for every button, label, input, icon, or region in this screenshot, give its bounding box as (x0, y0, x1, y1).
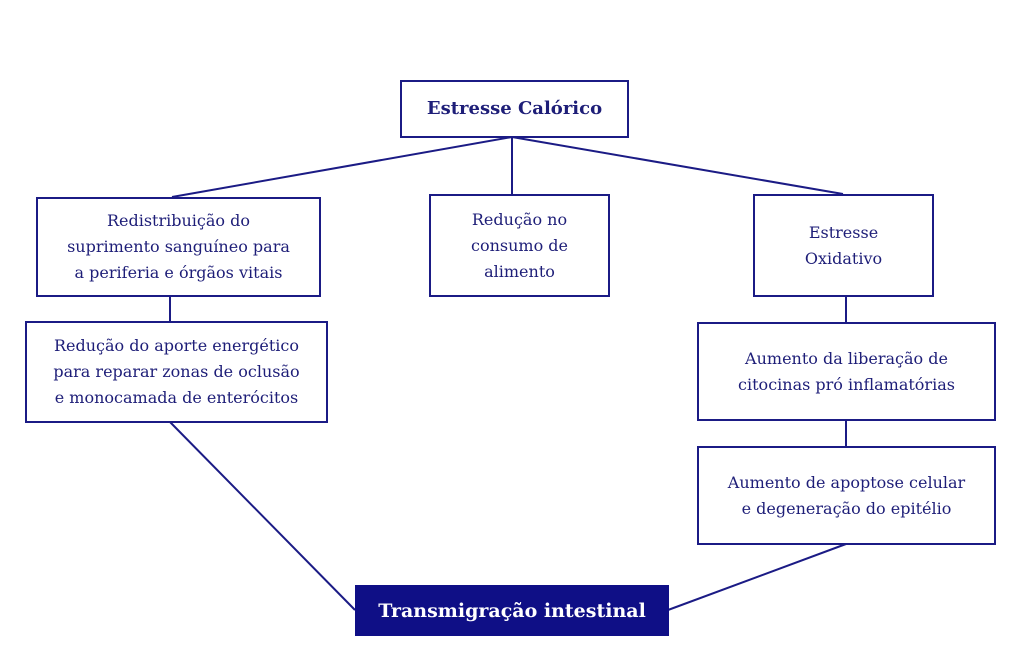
node-outcome-label: Transmigração intestinal (378, 599, 646, 622)
node-cytokines-label: Aumento da liberação de citocinas pró in… (738, 348, 955, 394)
node-energy-reduction: Redução do aporte energético para repara… (25, 321, 328, 423)
edge-root-redistribution (171, 136, 513, 198)
edge-energy-outcome (169, 421, 356, 611)
node-energy-reduction-label: Redução do aporte energético para repara… (53, 336, 300, 407)
node-redistribution-label: Redistribuição do suprimento sanguíneo p… (67, 211, 290, 282)
edge-root-oxidative (511, 136, 844, 195)
node-food-reduction: Redução no consumo de alimento (429, 194, 610, 297)
node-cytokines: Aumento da liberação de citocinas pró in… (697, 322, 996, 421)
node-oxidative-label: Estresse Oxidativo (804, 222, 883, 268)
node-redistribution: Redistribuição do suprimento sanguíneo p… (36, 197, 321, 297)
node-root: Estresse Calórico (400, 80, 629, 138)
node-apoptosis: Aumento de apoptose celular e degeneraçã… (697, 446, 996, 545)
node-oxidative: Estresse Oxidativo (753, 194, 934, 297)
node-root-label: Estresse Calórico (426, 98, 603, 119)
node-outcome: Transmigração intestinal (355, 585, 669, 636)
node-food-reduction-label: Redução no consumo de alimento (470, 209, 568, 281)
node-apoptosis-label: Aumento de apoptose celular e degeneraçã… (727, 472, 966, 518)
edge-apoptosis-outcome (667, 543, 847, 611)
